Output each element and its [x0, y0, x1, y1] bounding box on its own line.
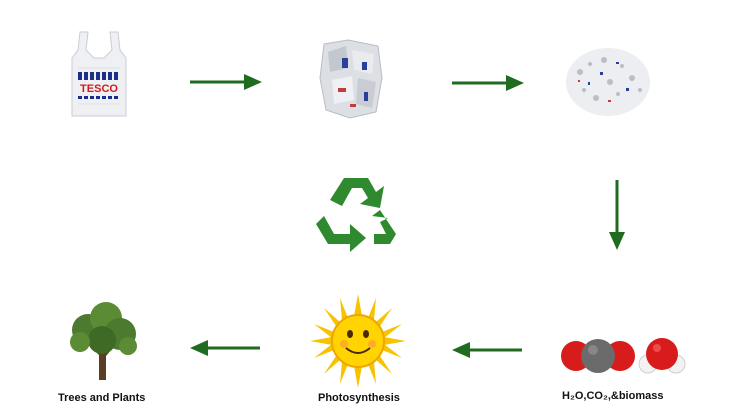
tesco-logo: TESCO [80, 83, 118, 95]
plastic-fragments-image [560, 42, 656, 122]
arrow-left-2 [452, 341, 522, 359]
tree-image [66, 300, 140, 382]
arrow-right-1 [190, 73, 262, 91]
h2o-molecule-icon [638, 334, 686, 378]
shredded-plastic-image [318, 38, 386, 120]
arrow-down [608, 180, 626, 250]
arrow-left-1 [190, 339, 260, 357]
h2o-co2-biomass-label: H₂O,CO₂,&biomass [562, 390, 664, 402]
co2-molecule-icon [560, 334, 636, 378]
recycle-icon [314, 172, 400, 256]
photosynthesis-label: Photosynthesis [318, 392, 400, 404]
sun-image [310, 294, 406, 388]
plastic-bag-image: TESCO [68, 28, 130, 120]
arrow-right-2 [452, 74, 524, 92]
trees-and-plants-label: Trees and Plants [58, 392, 146, 404]
